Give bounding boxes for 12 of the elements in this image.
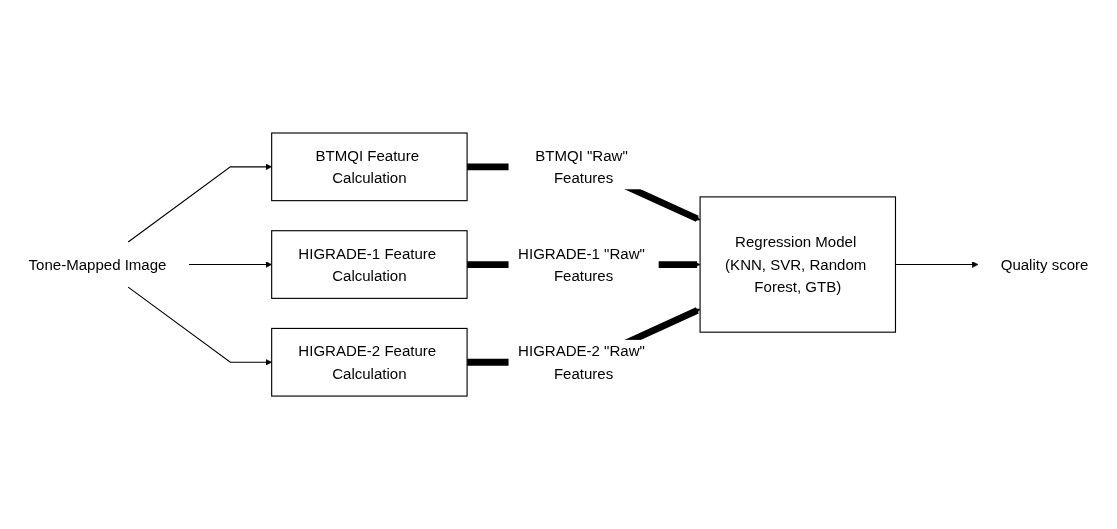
node-box: Regression Model (KNN, SVR, Random Forest, GTB) [699, 196, 897, 333]
arrow [127, 286, 272, 366]
arrow [127, 163, 272, 243]
node-text: Tone-Mapped Image [28, 256, 167, 273]
node-text: Quality score [1000, 256, 1089, 273]
node-box: BTMQI Feature Calculation [271, 132, 468, 202]
node-box: HIGRADE-1 Feature Calculation [271, 230, 468, 299]
edge-label: HIGRADE-2 "Raw" Features [518, 342, 645, 382]
edge-label: BTMQI "Raw" Features [535, 147, 628, 187]
arrow [188, 261, 272, 268]
edge-label: HIGRADE-1 "Raw" Features [518, 244, 645, 285]
node-box: HIGRADE-2 Feature Calculation [271, 327, 468, 397]
